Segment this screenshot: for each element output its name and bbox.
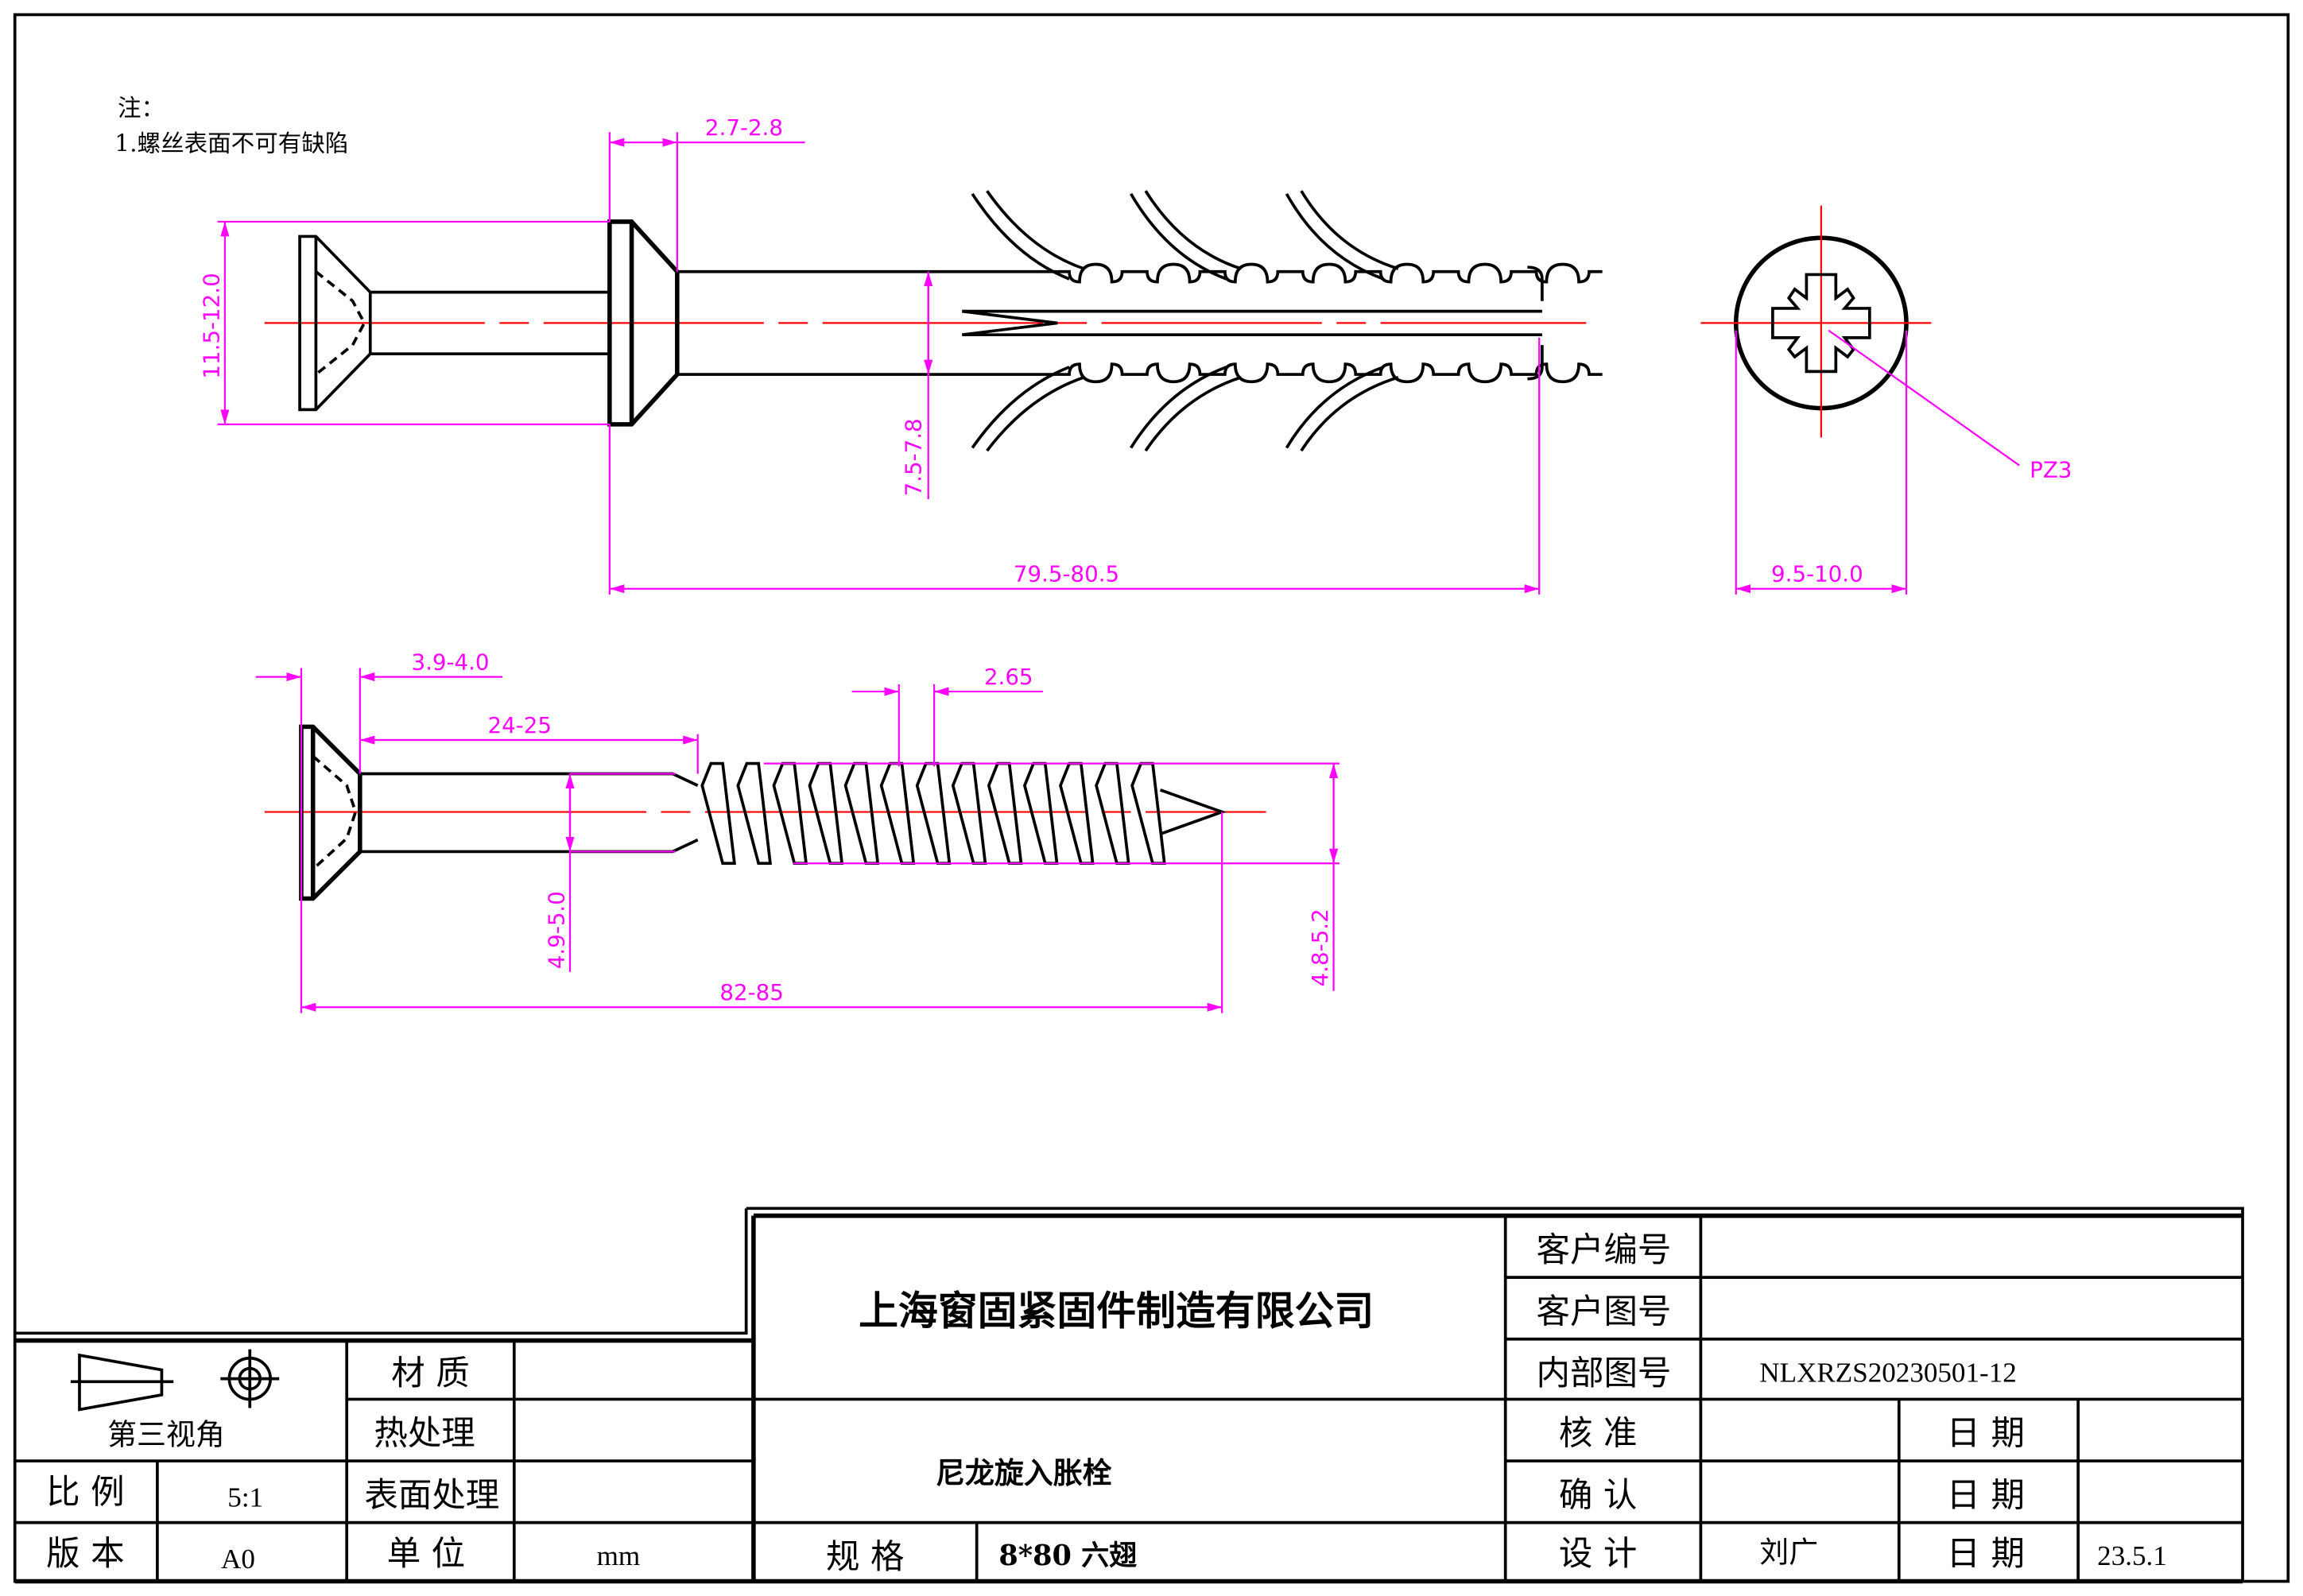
dowel-wings (971, 192, 1384, 449)
approve-label: 核 准 (1559, 1415, 1637, 1454)
product-name: 尼龙旋入胀栓 (936, 1455, 1112, 1490)
dowel-slot (961, 309, 1542, 337)
screw-side-view (264, 724, 1266, 901)
thread-crest (1130, 761, 1166, 866)
unit-value: mm (597, 1540, 641, 1571)
projection-label: 第三视角 (107, 1418, 225, 1452)
thread-crest (700, 761, 736, 866)
dimensions-screw: 3.9-4.0 24-25 2.65 4.9-5.0 4.8-5.2 82-85 (255, 649, 1340, 1013)
dim-screw-head-height: 3.9-4.0 (411, 649, 489, 675)
drawing-border (13, 13, 2290, 1583)
dowel-assembly (264, 190, 1603, 452)
design-date-value: 23.5.1 (2097, 1540, 2167, 1571)
dim-dowel-diameter: 7.5-7.8 (900, 418, 926, 496)
customer-drawing-label: 客户图号 (1537, 1292, 1672, 1331)
internal-drawing-value: NLXRZS20230501-12 (1759, 1357, 2017, 1388)
notes-title: 注： (118, 95, 165, 122)
customer-number-label: 客户编号 (1537, 1231, 1672, 1270)
note-1: 1.螺丝表面不可有缺陷 (114, 130, 348, 157)
confirm-label: 确 认 (1559, 1476, 1637, 1515)
internal-drawing-label: 内部图号 (1537, 1354, 1672, 1393)
design-date-label: 日 期 (1947, 1535, 2025, 1574)
dim-smooth-length: 24-25 (488, 712, 552, 738)
drive-type-label: PZ3 (2030, 456, 2072, 482)
dim-dowel-length: 79.5-80.5 (1014, 561, 1119, 587)
surface-treatment-label: 表面处理 (364, 1476, 499, 1515)
designer-name: 刘广 (1759, 1536, 1818, 1570)
dimensions-top: 2.7-2.8 11.5-12.0 7.5-7.8 79.5-80.5 (198, 114, 1541, 595)
third-angle-projection-icon (70, 1349, 280, 1412)
dim-screw-length: 82-85 (719, 979, 783, 1005)
version-label: 版 本 (46, 1535, 124, 1574)
dim-pitch: 2.65 (984, 664, 1033, 690)
thread-crest (736, 761, 773, 866)
spec-value: 8*80 六翅 (998, 1540, 1137, 1572)
unit-label: 单 位 (387, 1535, 465, 1574)
dim-collar-diameter: 11.5-12.0 (198, 273, 224, 378)
pozidriv-recess-icon (1771, 273, 1871, 374)
thread-crest (1095, 761, 1130, 866)
design-label: 设 计 (1559, 1535, 1637, 1574)
version-value: A0 (221, 1544, 255, 1575)
thread-crest (879, 761, 916, 866)
material-label: 材 质 (391, 1354, 469, 1393)
thread-crest (1022, 761, 1059, 866)
title-block: 第三视角 材 质 热处理 表面处理 比 例 5:1 版 本 A0 单 位 mm … (14, 1207, 2244, 1584)
thread-crest (987, 761, 1023, 866)
spec-label: 规 格 (826, 1538, 904, 1577)
dim-head-diameter: 9.5-10.0 (1771, 561, 1863, 587)
thread-crest (843, 761, 880, 866)
approve-date-label: 日 期 (1947, 1415, 2025, 1454)
company-name: 上海窗固紧固件制造有限公司 (859, 1287, 1374, 1334)
dowel-body (677, 269, 1058, 376)
thread-crest (808, 761, 844, 866)
thread-crest (951, 761, 987, 866)
screw-head-end-view: PZ3 9.5-10.0 (1700, 205, 2072, 595)
thread-crest (915, 761, 952, 866)
heat-treatment-label: 热处理 (374, 1415, 475, 1454)
dim-collar-thickness: 2.7-2.8 (705, 114, 783, 141)
thread-crest (772, 761, 808, 866)
scale-value: 5:1 (227, 1482, 263, 1513)
dowel-ribs-top (1057, 262, 1603, 284)
scale-label: 比 例 (46, 1474, 124, 1513)
dim-shank-diameter: 4.9-5.0 (544, 891, 570, 969)
thread-crest (1059, 761, 1095, 866)
dim-thread-diameter: 4.8-5.2 (1307, 908, 1333, 986)
dowel-ribs-bottom (1057, 362, 1603, 384)
confirm-date-label: 日 期 (1947, 1476, 2025, 1515)
